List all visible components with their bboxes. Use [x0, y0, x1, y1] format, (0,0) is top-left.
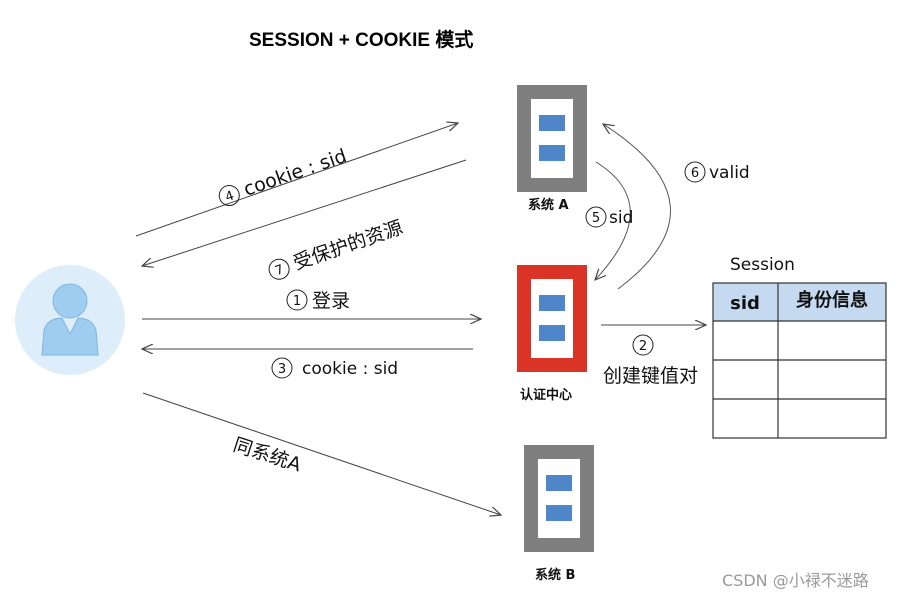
step-4-label: 4 cookie : sid	[218, 145, 350, 207]
svg-text:创建键值对: 创建键值对	[603, 365, 698, 387]
system-b-label: 系统 B	[535, 567, 575, 583]
step-1-label: 1 登录	[286, 289, 350, 312]
watermark: CSDN @小禄不迷路	[722, 571, 869, 590]
arrow-step-6	[603, 124, 671, 290]
auth-center-server	[517, 265, 587, 372]
svg-text:受保护的资源: 受保护的资源	[291, 217, 406, 275]
session-title: Session	[730, 255, 795, 275]
system-a-label: 系统 A	[528, 197, 569, 213]
svg-text:valid: valid	[709, 163, 750, 183]
step-6-label: 6 valid	[684, 161, 750, 183]
arrow-step-7	[142, 159, 467, 266]
step-5-label: 5 sid	[585, 206, 633, 228]
arrow-step-5	[595, 161, 631, 280]
svg-text:1: 1	[293, 294, 301, 309]
svg-text:sid: sid	[609, 208, 633, 228]
svg-text:cookie : sid: cookie : sid	[302, 359, 398, 379]
svg-text:登录: 登录	[312, 290, 350, 312]
svg-text:7: 7	[273, 262, 286, 279]
session-table: sid 身份信息	[712, 282, 887, 439]
step-2-label: 2 创建键值对	[603, 334, 698, 387]
session-col-identity: 身份信息	[796, 289, 868, 311]
svg-text:6: 6	[691, 166, 699, 181]
same-as-a-label: 同系统A	[230, 434, 303, 477]
auth-center-label: 认证中心	[520, 387, 572, 403]
arrow-step-4	[135, 123, 458, 237]
step-3-label: 3 cookie : sid	[271, 357, 398, 379]
system-b-server	[524, 445, 594, 552]
svg-text:3: 3	[278, 362, 286, 377]
svg-text:5: 5	[592, 211, 600, 226]
diagram-title: SESSION + COOKIE 模式	[249, 28, 473, 51]
step-7-label: 7 受保护的资源	[268, 217, 406, 280]
svg-text:cookie : sid: cookie : sid	[241, 145, 350, 201]
svg-text:2: 2	[639, 339, 647, 354]
svg-text:4: 4	[223, 188, 236, 205]
system-a-server	[517, 85, 587, 192]
svg-text:同系统A: 同系统A	[230, 434, 303, 477]
arrow-same-as-a	[142, 392, 501, 515]
user-avatar	[15, 265, 125, 375]
session-col-sid: sid	[730, 293, 760, 314]
